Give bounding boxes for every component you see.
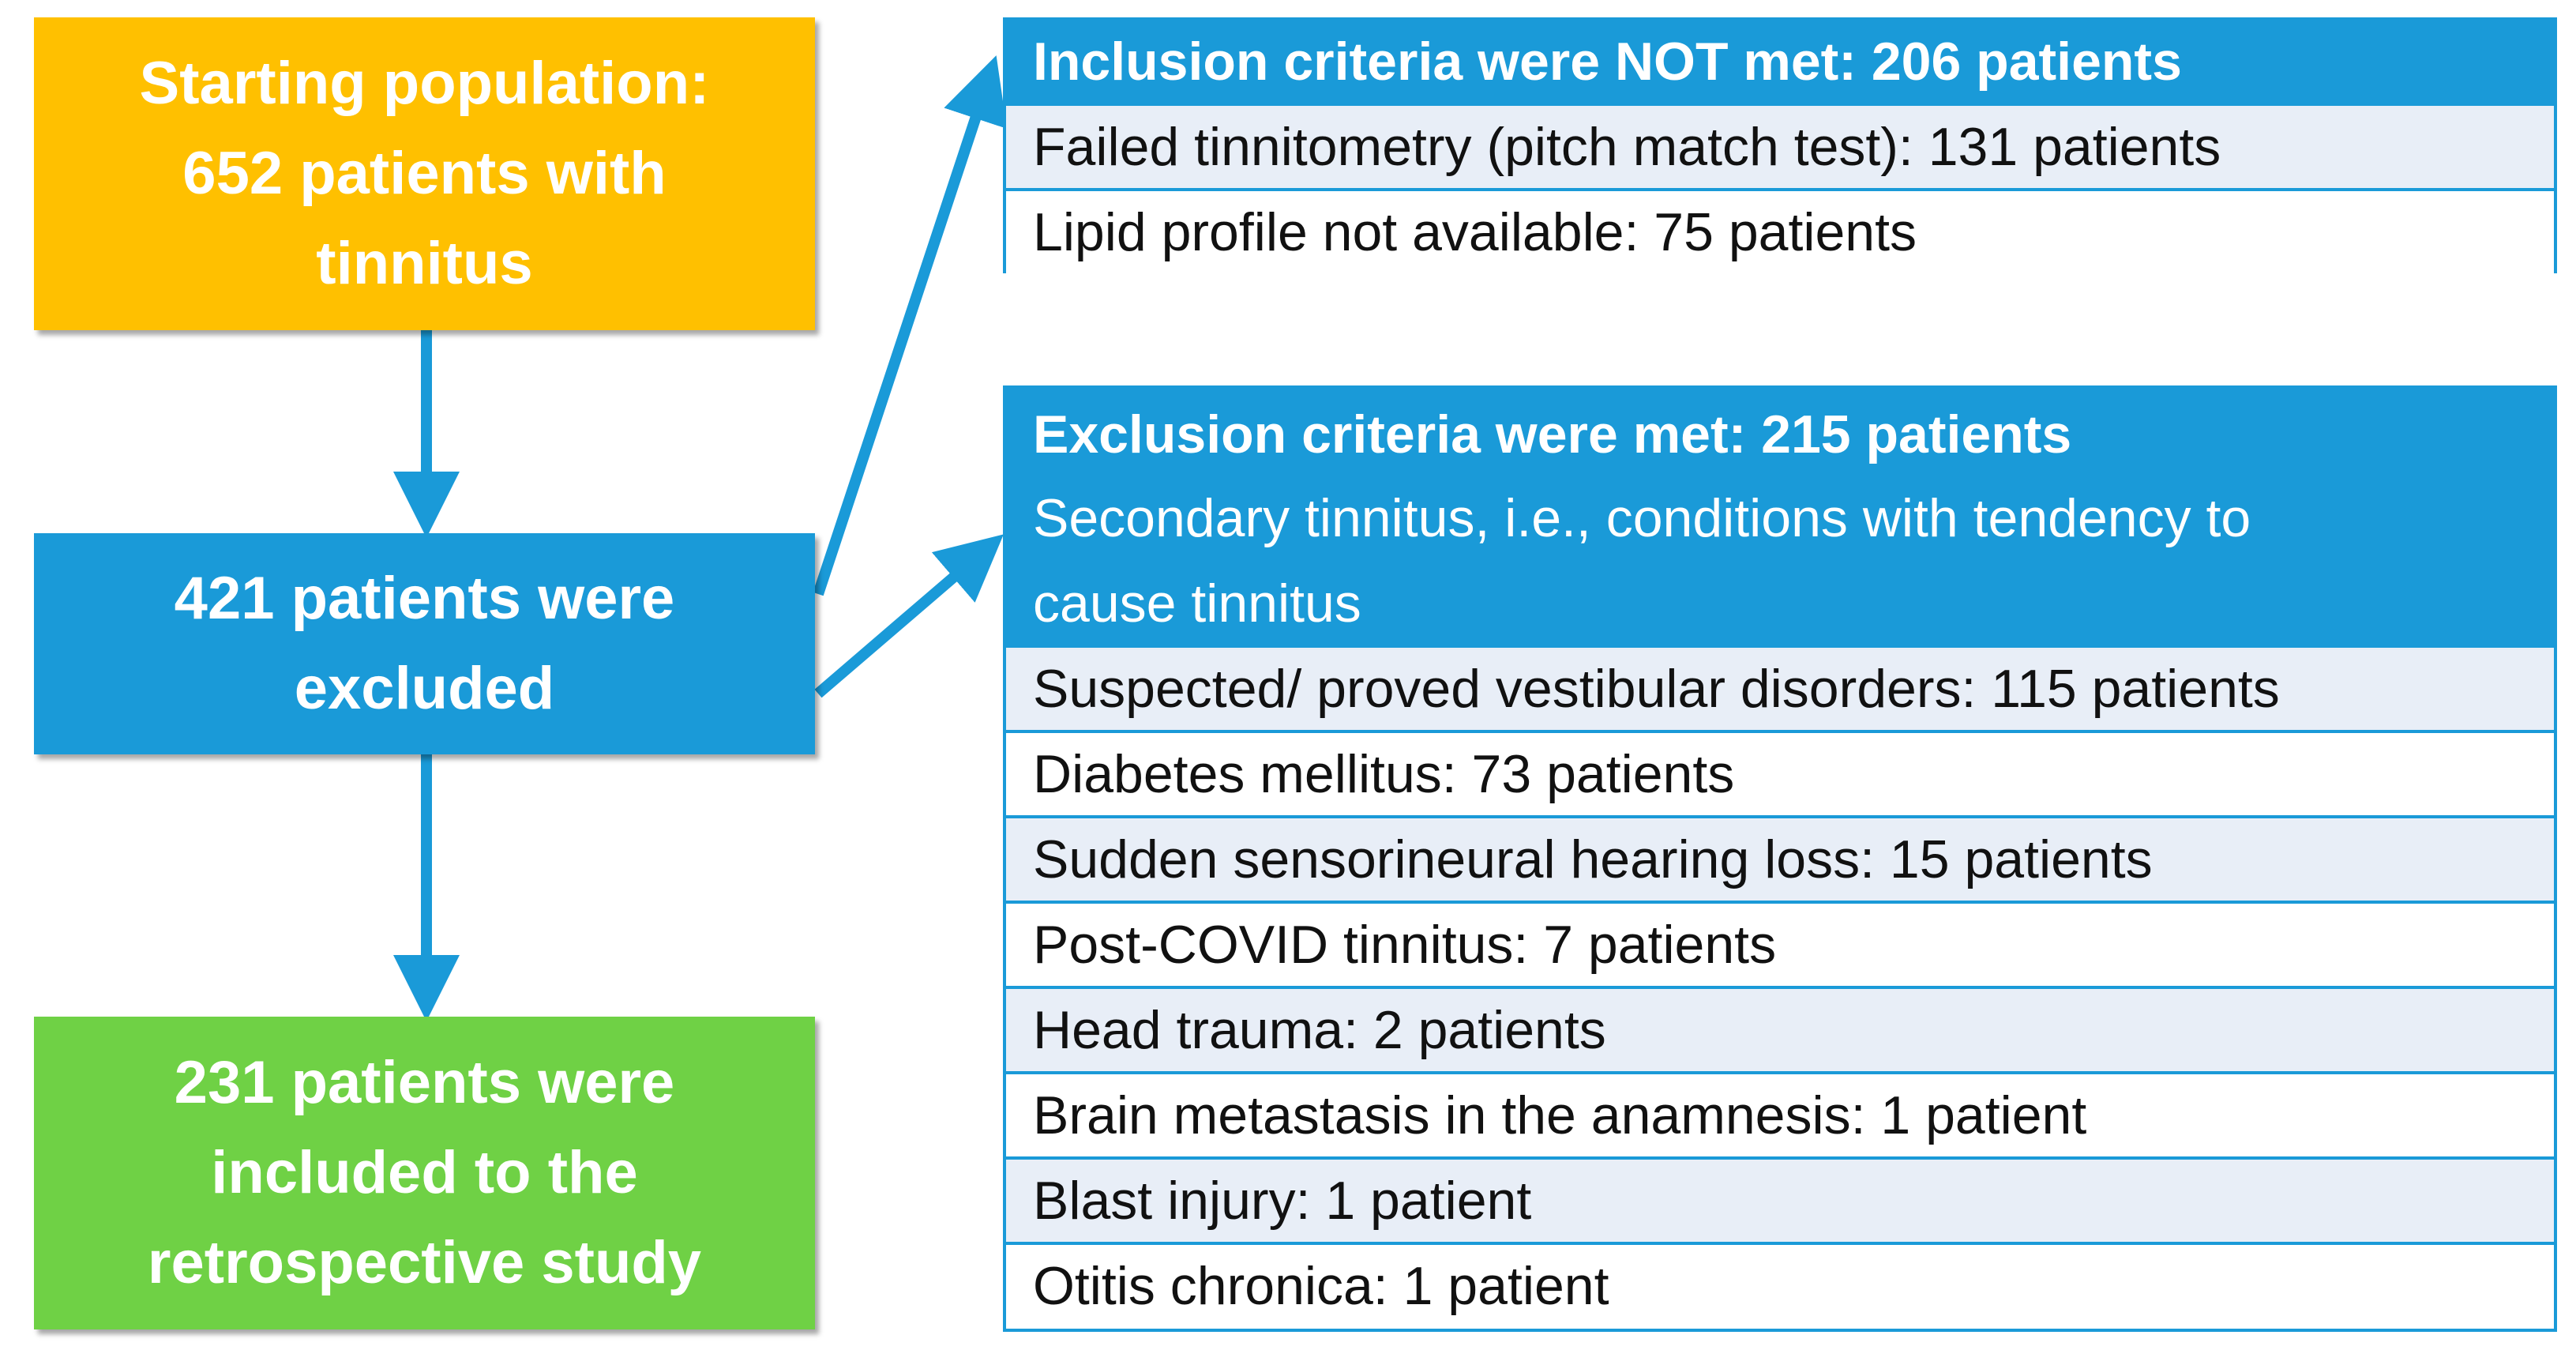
exclusion-criteria-item: Blast injury: 1 patient: [1006, 1156, 2554, 1242]
exclusion-criteria-header: Exclusion criteria were met: 215 patient…: [1006, 389, 2554, 645]
arrow-excluded-to-inclusion-panel: [813, 55, 1008, 596]
exclusion-criteria-title: Exclusion criteria were met: 215 patient…: [1033, 404, 2072, 464]
exclusion-criteria-item: Sudden sensorineural hearing loss: 15 pa…: [1006, 815, 2554, 901]
starting-population-text: Starting population: 652 patients with t…: [34, 39, 815, 309]
excluded-patients-line: excluded: [294, 655, 555, 722]
included-patients-text: 231 patients were included to the retros…: [34, 1038, 815, 1308]
exclusion-criteria-item: Suspected/ proved vestibular disorders: …: [1006, 645, 2554, 730]
starting-population-box: Starting population: 652 patients with t…: [34, 17, 815, 330]
included-patients-line: retrospective study: [147, 1229, 702, 1296]
exclusion-criteria-item: Otitis chronica: 1 patient: [1006, 1242, 2554, 1327]
starting-population-line: 652 patients with: [182, 140, 667, 207]
included-patients-box: 231 patients were included to the retros…: [34, 1017, 815, 1329]
exclusion-criteria-panel: Exclusion criteria were met: 215 patient…: [1003, 385, 2557, 1332]
exclusion-criteria-item: Brain metastasis in the anamnesis: 1 pat…: [1006, 1071, 2554, 1156]
starting-population-line: tinnitus: [316, 230, 533, 297]
starting-population-line: Starting population:: [139, 50, 710, 117]
excluded-patients-box: 421 patients were excluded: [34, 533, 815, 754]
exclusion-criteria-subtitle-line: cause tinnitus: [1033, 573, 1361, 634]
inclusion-criteria-panel: Inclusion criteria were NOT met: 206 pat…: [1003, 17, 2557, 273]
inclusion-criteria-item: Lipid profile not available: 75 patients: [1006, 188, 2554, 273]
exclusion-criteria-item: Head trauma: 2 patients: [1006, 986, 2554, 1071]
exclusion-criteria-item: Post-COVID tinnitus: 7 patients: [1006, 901, 2554, 986]
included-patients-line: included to the: [211, 1139, 638, 1206]
exclusion-criteria-subtitle-line: Secondary tinnitus, i.e., conditions wit…: [1033, 488, 2251, 548]
inclusion-criteria-title: Inclusion criteria were NOT met: 206 pat…: [1006, 21, 2554, 103]
excluded-patients-line: 421 patients were: [174, 565, 675, 632]
included-patients-line: 231 patients were: [174, 1049, 675, 1116]
inclusion-criteria-item: Failed tinnitometry (pitch match test): …: [1006, 103, 2554, 188]
arrow-excluded-to-exclusion-panel: [814, 534, 1004, 698]
excluded-patients-text: 421 patients were excluded: [34, 554, 815, 734]
exclusion-criteria-item: Diabetes mellitus: 73 patients: [1006, 730, 2554, 815]
